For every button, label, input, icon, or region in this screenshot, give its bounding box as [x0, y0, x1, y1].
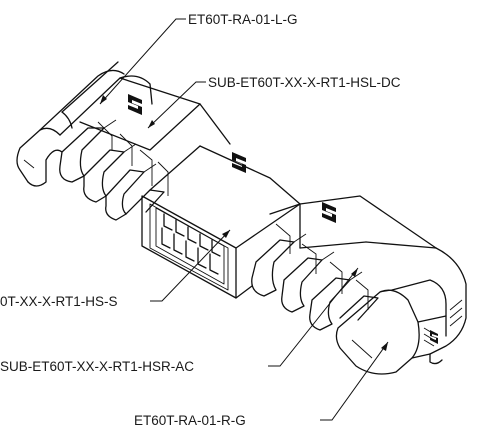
s-logo-mark-center: [232, 152, 246, 173]
callout-label-hsr-ac: SUB-ET60T-XX-X-RT1-HSR-AC: [0, 359, 194, 374]
s-logo-mark-left: [128, 94, 142, 115]
callout-leaders: [99, 18, 389, 421]
right-housing: [251, 195, 437, 331]
s-logo-mark-cap: [430, 330, 438, 344]
s-logo-mark-right: [322, 202, 336, 223]
left-housing: [59, 77, 231, 221]
center-housing: [141, 145, 301, 299]
header-pins: [161, 213, 221, 275]
callout-label-ra-left: ET60T-RA-01-L-G: [188, 12, 298, 27]
left-guide-cap: [16, 61, 153, 187]
callout-label-hsl-dc: SUB-ET60T-XX-X-RT1-HSL-DC: [208, 75, 401, 90]
right-guide-cap: [335, 241, 467, 375]
callout-label-ra-right: ET60T-RA-01-R-G: [134, 413, 246, 428]
callout-label-hs-s: 0T-XX-X-RT1-HS-S: [0, 294, 118, 309]
